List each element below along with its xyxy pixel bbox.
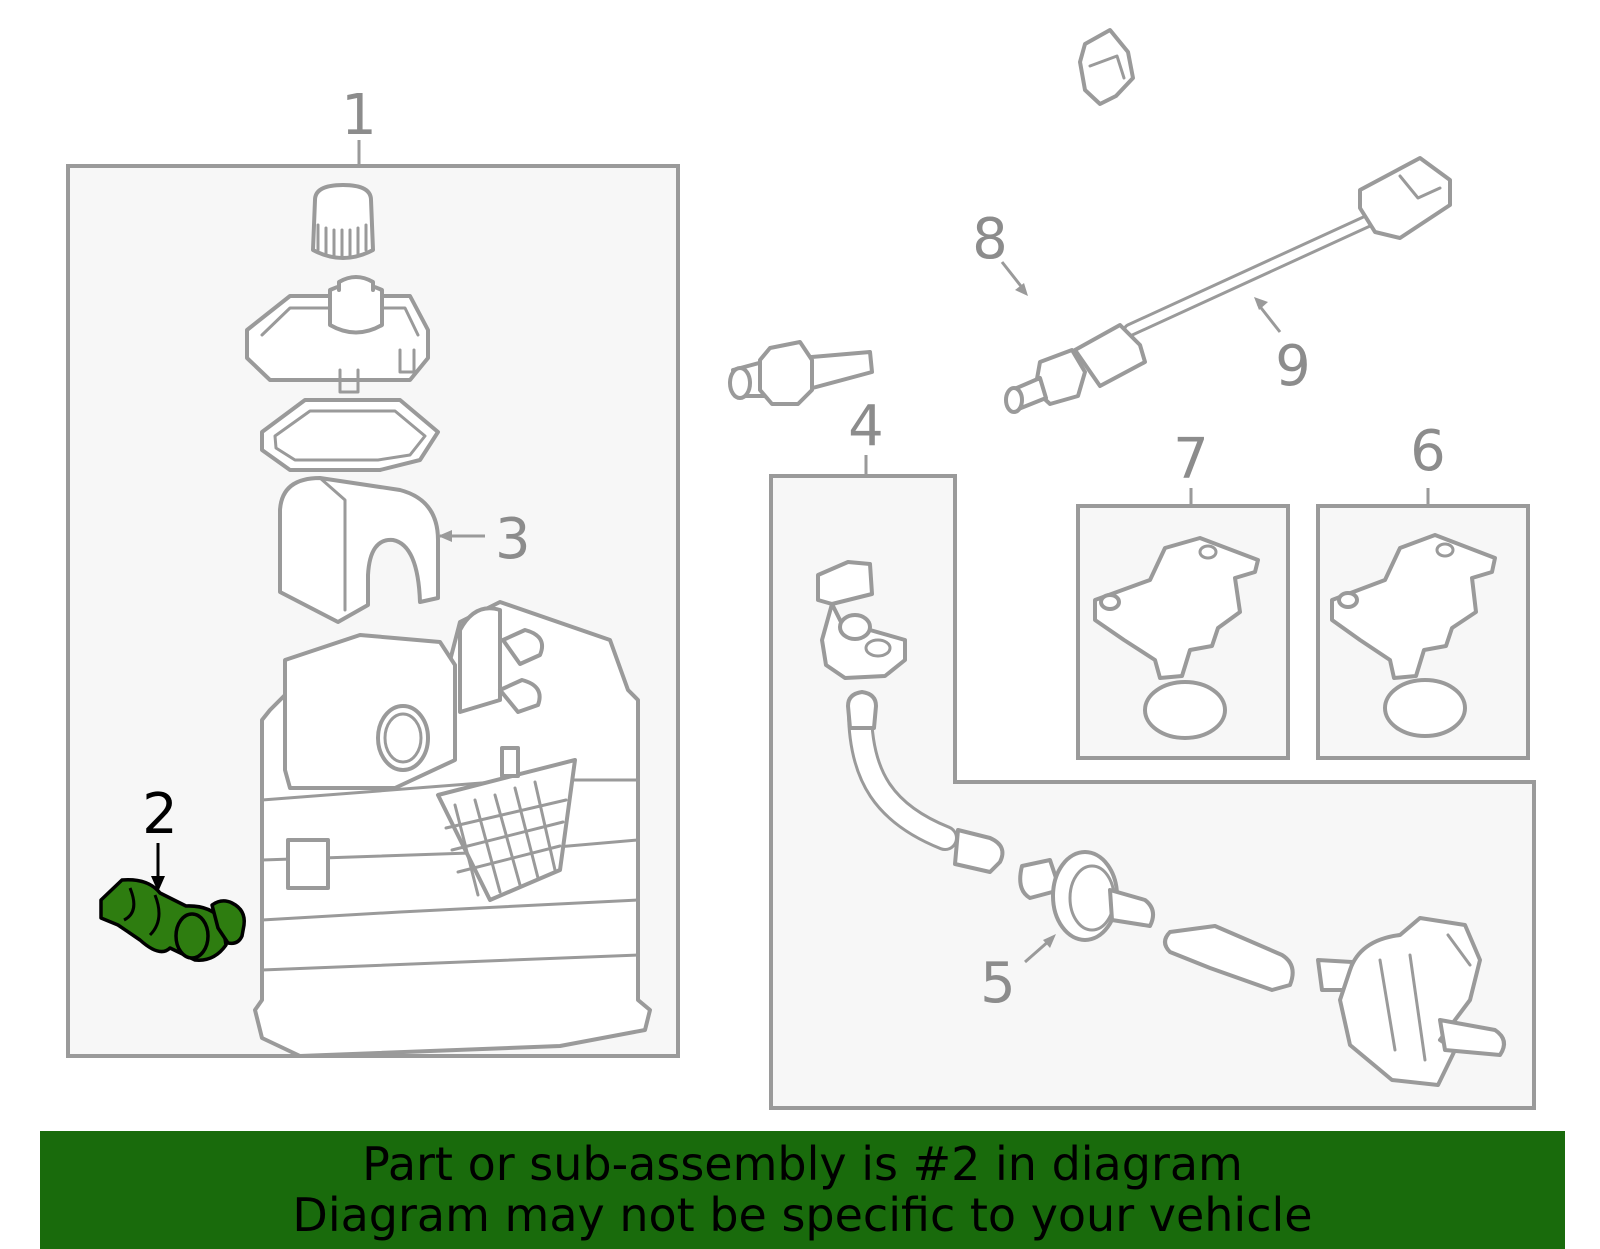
short-hose <box>1163 924 1295 992</box>
part-8-oxygen-sensor <box>728 28 1135 406</box>
callout-6: 6 <box>1410 419 1446 484</box>
hose-assembly-box <box>769 474 1536 1110</box>
callout-9-leader <box>1256 303 1282 333</box>
sensor-box-6-group: 6 <box>1316 419 1530 760</box>
callout-9: 9 <box>1275 334 1311 399</box>
canister-body <box>253 600 652 1058</box>
callout-8-leader <box>1000 261 1026 291</box>
callout-3-arrowhead <box>438 530 452 542</box>
callout-4: 4 <box>848 394 884 459</box>
hose <box>846 690 1005 874</box>
canister-valve-cover <box>245 275 430 394</box>
canister-assembly-group: 1 3 <box>66 83 680 1058</box>
callout-7: 7 <box>1173 427 1209 492</box>
part-6-sensor <box>1330 533 1497 680</box>
part-5-check-valve <box>1018 850 1156 942</box>
part-9-oxygen-sensor <box>1004 156 1452 414</box>
part-3-cover <box>278 476 440 624</box>
hose-connector <box>816 560 907 680</box>
info-banner: Part or sub-assembly is #2 in diagram Di… <box>40 1131 1565 1249</box>
callout-2-arrowhead <box>151 876 165 892</box>
part-2-purge-valve <box>99 878 246 962</box>
parts-diagram: 1 3 <box>66 28 1536 1110</box>
callout-8: 8 <box>972 207 1008 272</box>
callout-9-arrowhead <box>1254 297 1268 310</box>
banner-line-1: Part or sub-assembly is #2 in diagram <box>362 1137 1243 1191</box>
callout-2: 2 <box>142 782 178 847</box>
callout-8-arrowhead <box>1015 283 1028 296</box>
part-6-o-ring <box>1383 678 1467 738</box>
canister-cap <box>311 183 375 260</box>
callout-5: 5 <box>980 951 1016 1016</box>
callout-5-leader <box>1024 938 1051 964</box>
hose-assembly-group: 4 5 <box>769 394 1536 1110</box>
part-7-sensor <box>1093 536 1260 680</box>
callout-1: 1 <box>341 83 377 148</box>
canister-gasket <box>260 398 440 472</box>
vent-valve <box>1316 916 1506 1087</box>
canister-gasket-inner <box>273 409 427 462</box>
part-7-o-ring <box>1143 680 1227 740</box>
sensor-box-7-group: 7 <box>1076 427 1290 760</box>
callout-5-arrowhead <box>1043 934 1056 948</box>
callout-3: 3 <box>495 507 531 572</box>
banner-line-2: Diagram may not be specific to your vehi… <box>292 1188 1313 1242</box>
